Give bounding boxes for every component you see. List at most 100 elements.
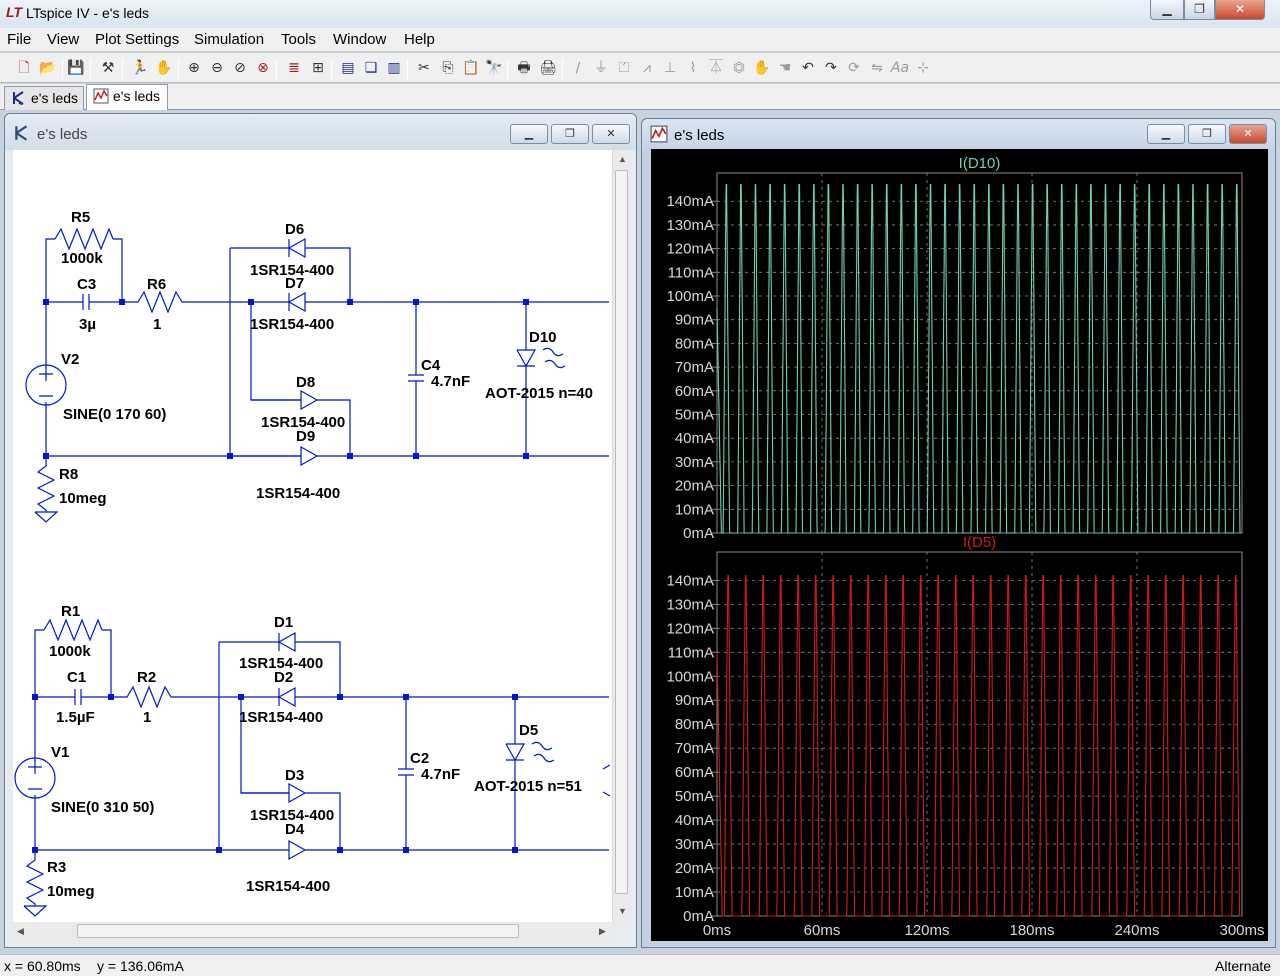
save-icon[interactable]: 💾 <box>67 60 85 76</box>
r5-value[interactable]: 1000k <box>61 250 103 267</box>
diode-icon[interactable]: ⏄ <box>709 60 723 76</box>
d3-value[interactable]: 1SR154-400 <box>250 807 334 824</box>
r6-name[interactable]: R6 <box>147 276 166 293</box>
open-icon[interactable]: 📂 <box>39 60 57 76</box>
c2-value[interactable]: 4.7nF <box>421 766 460 783</box>
d5-value[interactable]: AOT-2015 n=51 <box>474 778 582 795</box>
r1-name[interactable]: R1 <box>61 603 80 620</box>
scroll-up-arrow-icon[interactable]: ▲ <box>618 154 627 164</box>
c4-value[interactable]: 4.7nF <box>431 373 470 390</box>
cut-icon[interactable]: ✂ <box>418 60 430 76</box>
schematic-window-titlebar[interactable]: e's leds ▁ ❐ ✕ <box>5 114 636 150</box>
v2-value[interactable]: SINE(0 170 60) <box>63 406 166 423</box>
manual-limits-icon[interactable]: ⊞ <box>312 60 324 76</box>
menu-window[interactable]: Window <box>333 31 387 48</box>
zoom-cancel-icon[interactable]: ⊗ <box>257 60 269 76</box>
d1-name[interactable]: D1 <box>274 614 293 631</box>
ground-icon[interactable]: ⏚ <box>594 60 608 76</box>
r5-name[interactable]: R5 <box>71 209 90 226</box>
d7-value[interactable]: 1SR154-400 <box>250 316 334 333</box>
r3-value[interactable]: 10meg <box>47 883 95 900</box>
waveform-maximize-button[interactable]: ❐ <box>1188 124 1226 144</box>
tab-schematic[interactable]: e's leds <box>4 86 84 110</box>
menu-help[interactable]: Help <box>404 31 435 48</box>
menu-tools[interactable]: Tools <box>281 31 317 48</box>
v1-name[interactable]: V1 <box>51 744 69 761</box>
text-icon[interactable]: Aa <box>890 60 910 76</box>
capacitor-icon[interactable]: ⊥ <box>663 60 677 76</box>
menu-view[interactable]: View <box>47 31 80 48</box>
label-icon[interactable]: ⏍ <box>618 60 630 76</box>
r6-value[interactable]: 1 <box>153 316 161 333</box>
d10-name[interactable]: D10 <box>529 329 557 346</box>
d10-value[interactable]: AOT-2015 n=40 <box>485 385 593 402</box>
inductor-icon[interactable]: ⌇ <box>689 60 697 76</box>
d7-name[interactable]: D7 <box>285 275 304 292</box>
cascade-icon[interactable]: ❏ <box>364 60 378 76</box>
d8-name[interactable]: D8 <box>296 374 315 391</box>
d6-name[interactable]: D6 <box>285 221 304 238</box>
tile-horizontal-icon[interactable]: ▤ <box>341 60 355 76</box>
scroll-down-arrow-icon[interactable]: ▼ <box>618 906 627 916</box>
move-icon[interactable]: ✋ <box>753 60 771 76</box>
waveform-close-button[interactable]: ✕ <box>1229 124 1267 144</box>
halt-icon[interactable]: ✋ <box>155 60 173 76</box>
d9-value[interactable]: 1SR154-400 <box>256 485 340 502</box>
horizontal-scroll-thumb[interactable] <box>77 924 519 938</box>
d6-value[interactable]: 1SR154-400 <box>250 262 334 279</box>
r3-name[interactable]: R3 <box>47 859 66 876</box>
d5-name[interactable]: D5 <box>519 722 538 739</box>
r8-name[interactable]: R8 <box>59 466 78 483</box>
d4-name[interactable]: D4 <box>285 821 305 838</box>
control-panel-icon[interactable]: ⚒ <box>101 60 115 76</box>
schematic-horizontal-scrollbar[interactable]: ◀ ▶ <box>13 922 612 940</box>
waveform-window-titlebar[interactable]: e's leds ▁ ❐ ✕ <box>642 119 1275 149</box>
tile-vertical-icon[interactable]: ▥ <box>387 60 401 76</box>
new-schematic-icon[interactable]: 🗋 <box>18 60 30 76</box>
d8-value[interactable]: 1SR154-400 <box>261 414 345 431</box>
find-icon[interactable]: 🔭 <box>485 60 503 76</box>
schematic-vertical-scrollbar[interactable]: ▲ ▼ <box>612 150 630 922</box>
r2-name[interactable]: R2 <box>137 669 156 686</box>
c4-name[interactable]: C4 <box>421 357 441 374</box>
c2-name[interactable]: C2 <box>410 750 429 767</box>
c3-name[interactable]: C3 <box>77 276 96 293</box>
mirror-icon[interactable]: ⇋ <box>871 60 883 76</box>
redo-icon[interactable]: ↷ <box>825 60 837 76</box>
zoom-fit-icon[interactable]: ⊘ <box>234 60 246 76</box>
d2-value[interactable]: 1SR154-400 <box>239 709 323 726</box>
menu-simulation[interactable]: Simulation <box>194 31 265 48</box>
d9-name[interactable]: D9 <box>296 428 315 445</box>
copy-icon[interactable]: ⎘ <box>442 60 454 76</box>
r8-value[interactable]: 10meg <box>59 490 107 507</box>
vertical-scroll-thumb[interactable] <box>615 170 628 894</box>
d1-value[interactable]: 1SR154-400 <box>239 655 323 672</box>
schematic-minimize-button[interactable]: ▁ <box>510 124 548 144</box>
run-icon[interactable]: 🏃 <box>131 60 149 76</box>
c3-value[interactable]: 3µ <box>79 316 96 333</box>
v2-name[interactable]: V2 <box>61 351 79 368</box>
autorange-icon[interactable]: ≣ <box>288 60 300 76</box>
r1-value[interactable]: 1000k <box>49 643 91 660</box>
drag-icon[interactable]: ☚ <box>778 60 792 76</box>
r2-value[interactable]: 1 <box>143 709 151 726</box>
print-icon[interactable]: 🖶 <box>517 60 531 76</box>
zoom-in-icon[interactable]: ⊕ <box>188 60 200 76</box>
d2-name[interactable]: D2 <box>274 669 293 686</box>
print-setup-icon[interactable]: 🖨 <box>539 60 557 76</box>
rotate-icon[interactable]: ⟳ <box>848 60 860 76</box>
schematic-maximize-button[interactable]: ❐ <box>551 124 589 144</box>
scroll-left-arrow-icon[interactable]: ◀ <box>17 926 24 936</box>
resistor-icon[interactable]: ⩘ <box>643 60 651 76</box>
undo-icon[interactable]: ↶ <box>802 60 814 76</box>
close-button[interactable]: ✕ <box>1215 0 1265 20</box>
waveform-minimize-button[interactable]: ▁ <box>1147 124 1185 144</box>
spice-directive-icon[interactable]: ⊹ <box>917 60 929 76</box>
scroll-right-arrow-icon[interactable]: ▶ <box>599 926 606 936</box>
tab-waveform[interactable]: e's leds <box>86 84 168 110</box>
d4-value[interactable]: 1SR154-400 <box>246 878 330 895</box>
v1-value[interactable]: SINE(0 310 50) <box>51 799 154 816</box>
zoom-out-icon[interactable]: ⊖ <box>211 60 223 76</box>
component-icon[interactable]: ⏣ <box>732 60 746 76</box>
